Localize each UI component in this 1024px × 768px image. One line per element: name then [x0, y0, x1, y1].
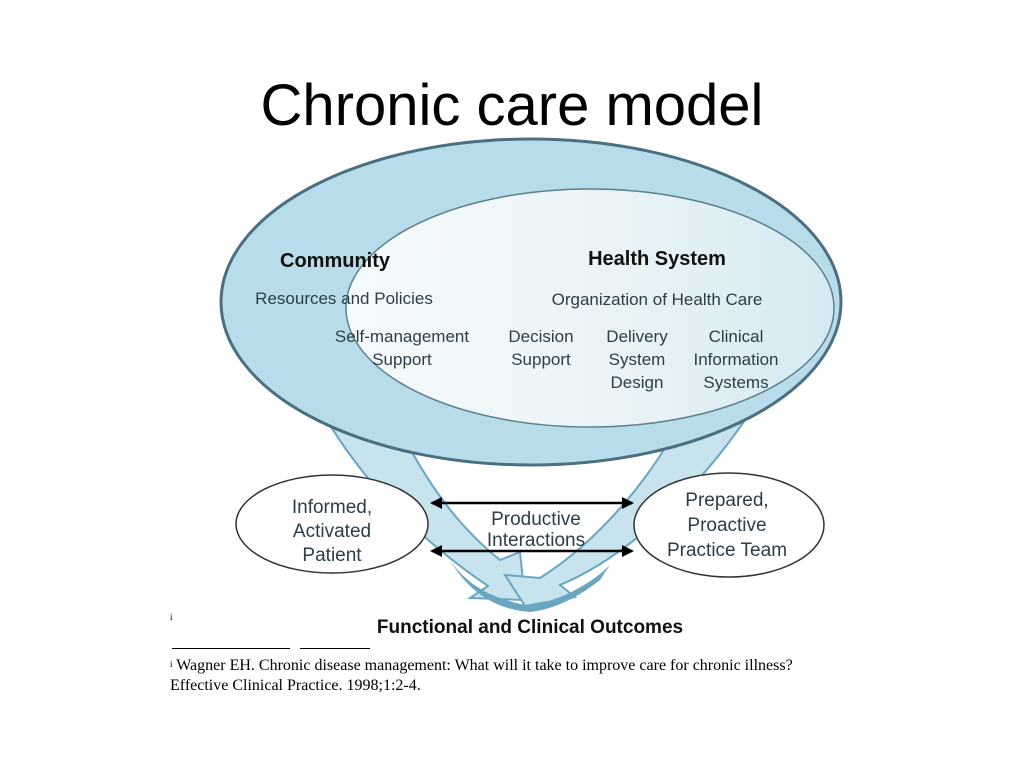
delivery-line1: Delivery — [606, 327, 668, 346]
self-management-label-line1: Self-management — [335, 327, 469, 346]
community-subheading: Resources and Policies — [255, 289, 433, 308]
delivery-line3: Design — [611, 373, 664, 392]
productive-interactions-label: Productive Interactions — [487, 509, 585, 551]
patient-ellipse — [235, 474, 429, 574]
delivery-line2: System — [609, 350, 666, 369]
patient-line2: Activated — [293, 521, 371, 542]
patient-line1: Informed, — [292, 497, 372, 518]
team-line1: Prepared, — [685, 490, 768, 511]
clinical-information-systems-label: Clinical Information Systems — [693, 327, 778, 392]
health-system-heading: Health System — [588, 248, 726, 270]
team-label: Prepared, Proactive Practice Team — [667, 490, 787, 561]
footnote-superscript: i — [170, 659, 173, 669]
team-line3: Practice Team — [667, 540, 787, 561]
slide-title: Chronic care model — [260, 73, 764, 138]
decision-support-label: Decision Support — [508, 327, 573, 369]
team-ellipse — [633, 472, 825, 578]
outcomes-label: Functional and Clinical Outcomes — [377, 617, 683, 638]
clinical-line2: Information — [693, 350, 778, 369]
decision-support-line1: Decision — [508, 327, 573, 346]
footnote: i Wagner EH. Chronic disease management:… — [170, 656, 810, 696]
footnote-text: Wagner EH. Chronic disease management: W… — [170, 657, 793, 694]
footnote-marker: i — [170, 612, 173, 622]
interactions-line2: Interactions — [487, 530, 585, 551]
interactions-line1: Productive — [491, 509, 581, 530]
self-management-label-line2: Support — [372, 350, 432, 369]
footnote-separator-short — [300, 648, 370, 649]
clinical-line3: Systems — [703, 373, 768, 392]
team-line2: Proactive — [687, 515, 766, 536]
decision-support-line2: Support — [511, 350, 571, 369]
health-system-ellipse — [345, 188, 835, 428]
patient-line3: Patient — [302, 545, 362, 566]
health-system-subheading: Organization of Health Care — [552, 290, 763, 309]
community-heading: Community — [280, 250, 391, 272]
lower-flow-band — [450, 560, 610, 612]
patient-label: Informed, Activated Patient — [292, 497, 372, 566]
clinical-line1: Clinical — [709, 327, 764, 346]
footnote-separator — [172, 648, 290, 649]
delivery-system-design-label: Delivery System Design — [606, 327, 668, 392]
